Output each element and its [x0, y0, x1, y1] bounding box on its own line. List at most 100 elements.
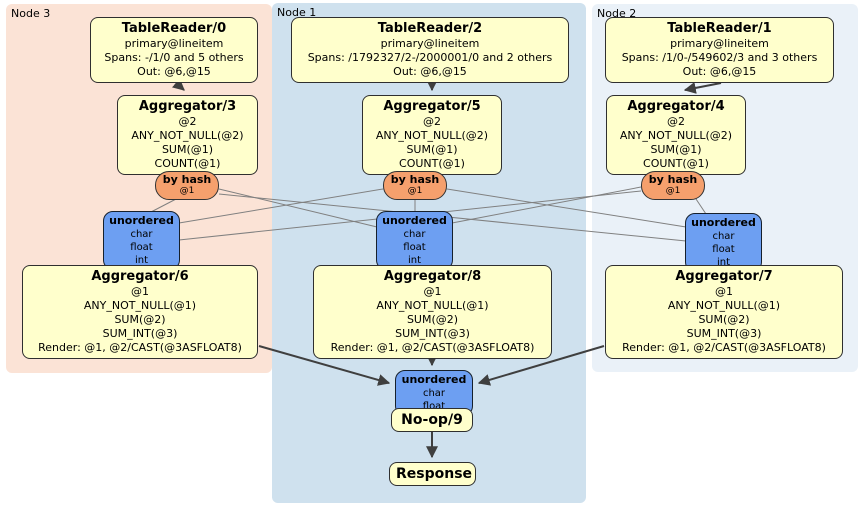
box-title: No-op/9	[401, 412, 463, 428]
box-title: Response	[396, 466, 473, 482]
box-line: ANY_NOT_NULL(@2)	[375, 129, 489, 142]
box-line: @2	[667, 115, 685, 128]
sync-types: char float int	[690, 230, 757, 269]
sync-label: unordered	[401, 373, 467, 386]
box-line: COUNT(@1)	[154, 157, 221, 170]
box-line: SUM(@1)	[650, 143, 702, 156]
box-line: SUM_INT(@3)	[102, 327, 178, 340]
box-title: Aggregator/6	[91, 269, 189, 284]
box-title: Aggregator/5	[383, 99, 481, 114]
sync-label: unordered	[691, 216, 756, 229]
box-title: Aggregator/7	[675, 269, 773, 284]
box-line: @1	[423, 285, 442, 298]
box-title: Aggregator/4	[627, 99, 725, 114]
sync-types: char float int	[108, 228, 175, 267]
router-label: by hash	[390, 173, 440, 186]
noop-box: No-op/9	[391, 408, 473, 432]
box-line: SUM(@1)	[406, 143, 458, 156]
node-2-region-label: Node 2	[597, 7, 637, 20]
box-line: Render: @1, @2/CAST(@3ASFLOAT8)	[622, 341, 826, 354]
box-line: SUM(@2)	[114, 313, 166, 326]
node2-hash-router: by hash @1	[641, 171, 705, 200]
box-line: @1	[715, 285, 733, 298]
sync-label: unordered	[382, 214, 447, 227]
box-line: @1	[131, 285, 149, 298]
router-key: @1	[407, 186, 423, 196]
node-3-region-label: Node 3	[11, 7, 51, 20]
box-line: Render: @1, @2/CAST(@3ASFLOAT8)	[330, 341, 535, 354]
box-line: Out: @6,@15	[393, 65, 467, 78]
router-key: @1	[179, 186, 195, 196]
box-line: int	[407, 255, 422, 266]
box-line: SUM(@2)	[406, 313, 459, 326]
box-title: Aggregator/8	[383, 269, 482, 284]
box-line: float	[130, 242, 153, 253]
box-line: SUM_INT(@3)	[686, 327, 762, 340]
box-title: TableReader/0	[121, 21, 227, 36]
response-box: Response	[389, 462, 476, 486]
box-line: ANY_NOT_NULL(@1)	[667, 299, 781, 312]
box-line: COUNT(@1)	[399, 157, 465, 170]
box-line: primary@lineitem	[124, 37, 224, 50]
box-line: primary@lineitem	[380, 37, 480, 50]
box-title: TableReader/2	[377, 21, 483, 36]
box-line: Spans: -/1/0 and 5 others	[104, 51, 244, 64]
box-title: TableReader/1	[667, 21, 772, 36]
box-line: COUNT(@1)	[643, 157, 709, 170]
node2-unordered-sync: unordered char float int	[685, 213, 762, 272]
box-line: int	[716, 257, 731, 268]
box-line: int	[134, 255, 149, 266]
box-line: ANY_NOT_NULL(@2)	[619, 129, 733, 142]
box-line: @2	[178, 115, 197, 128]
router-label: by hash	[648, 173, 698, 186]
box-line: SUM(@2)	[698, 313, 750, 326]
box-line: char	[712, 231, 735, 242]
box-line: Render: @1, @2/CAST(@3ASFLOAT8)	[38, 341, 242, 354]
box-line: ANY_NOT_NULL(@1)	[376, 299, 489, 312]
sync-types: char float int	[381, 228, 448, 267]
box-line: char	[422, 388, 446, 399]
node-1-region-label: Node 1	[277, 6, 317, 19]
box-line: SUM_INT(@3)	[395, 327, 470, 340]
box-line: Out: @6,@15	[682, 65, 757, 78]
box-line: float	[403, 242, 426, 253]
box-line: Spans: /1/0-/549602/3 and 3 others	[621, 51, 818, 64]
box-line: float	[712, 244, 735, 255]
node1-unordered-sync: unordered char float int	[376, 211, 453, 270]
box-line: char	[130, 229, 153, 240]
node1-hash-router: by hash @1	[383, 171, 447, 200]
box-line: SUM(@1)	[161, 143, 214, 156]
router-key: @1	[665, 186, 681, 196]
box-line: Spans: /1792327/2-/2000001/0 and 2 other…	[307, 51, 553, 64]
box-line: char	[403, 229, 426, 240]
node3-hash-router: by hash @1	[155, 171, 219, 200]
node3-unordered-sync: unordered char float int	[103, 211, 180, 270]
box-line: primary@lineitem	[670, 37, 769, 50]
box-title: Aggregator/3	[138, 99, 237, 114]
box-line: Out: @6,@15	[137, 65, 211, 78]
box-line: ANY_NOT_NULL(@1)	[83, 299, 197, 312]
router-label: by hash	[162, 173, 212, 186]
sync-label: unordered	[109, 214, 174, 227]
box-line: @2	[423, 115, 441, 128]
